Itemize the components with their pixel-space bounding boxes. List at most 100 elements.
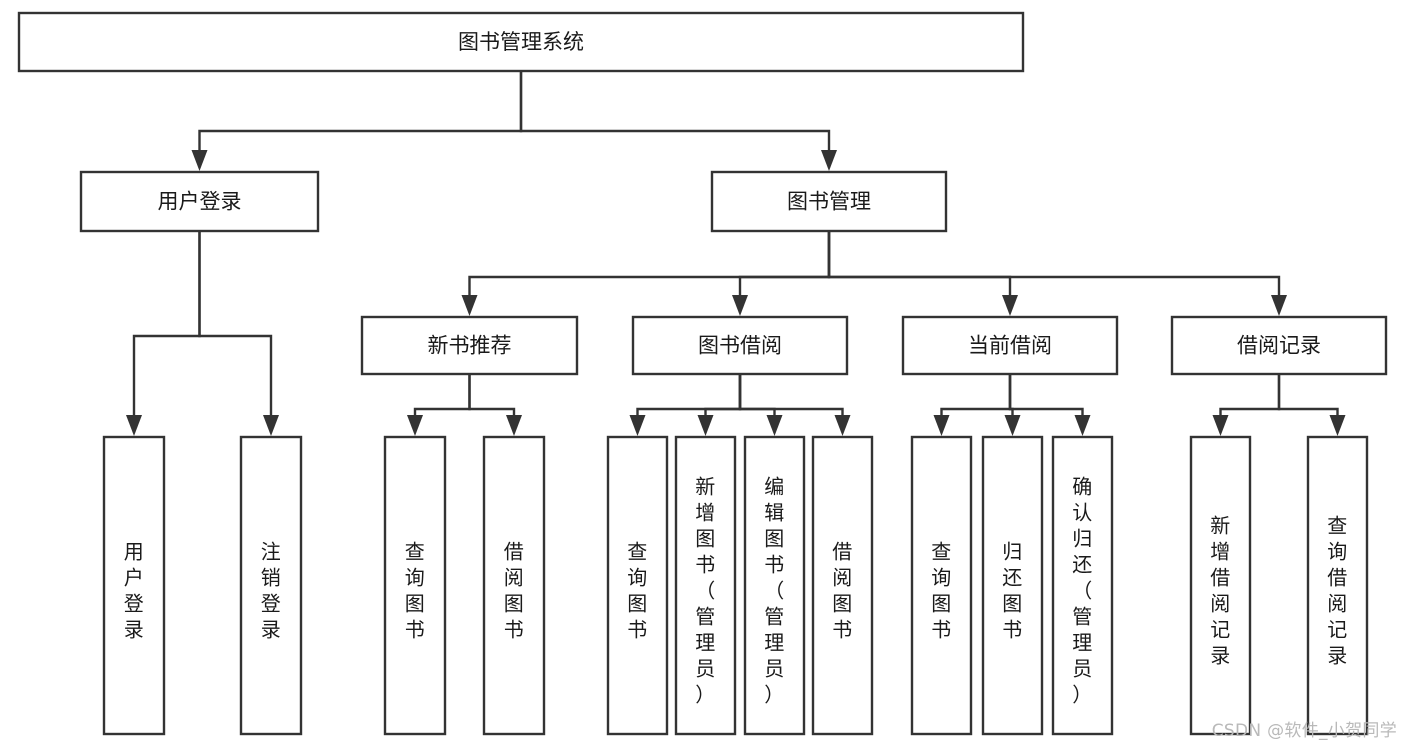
node-box-leaf_3[interactable] [383,435,447,736]
node-label-leaf_6: 新增图书（管理员） [695,474,716,706]
node-box-leaf_12[interactable] [1189,435,1252,736]
node-l1_b[interactable]: 图书管理 [710,170,948,233]
arrowhead-record-to-query [1329,415,1346,436]
connector-record-to-query [1277,374,1346,436]
node-label-leaf_4: 借阅图书 [504,539,525,641]
node-box-l2_d[interactable] [1170,315,1388,376]
node-leaf_6[interactable]: 新增图书（管理员） [674,435,737,736]
connector-layer [126,71,1346,436]
node-label-leaf_11: 确认归还（管理员） [1072,474,1093,706]
node-label-l1_a: 用户登录 [158,190,242,214]
arrowhead-current-to-return [1004,415,1021,436]
connector-record-to-add [1212,374,1281,436]
node-label-l2_d: 借阅记录 [1237,334,1321,358]
node-leaf_9[interactable]: 查询图书 [910,435,973,736]
connector-borrow-to-query [629,374,742,436]
node-root[interactable]: 图书管理系统 [17,11,1025,73]
node-label-leaf_1: 用户登录 [124,539,145,641]
arrowhead-current-to-confirm [1074,415,1091,436]
node-leaf_8[interactable]: 借阅图书 [811,435,874,736]
node-box-leaf_2[interactable] [239,435,303,736]
node-box-l2_c[interactable] [901,315,1119,376]
node-box-leaf_4[interactable] [482,435,546,736]
node-leaf_10[interactable]: 归还图书 [981,435,1044,736]
connector-new-book-to-query [407,374,471,436]
arrowhead-book-management-to-borrow [732,295,748,316]
arrowhead-user-login-to-login [126,415,142,436]
node-box-leaf_5[interactable] [606,435,669,736]
arrowhead-borrow-to-edit [766,415,783,436]
node-l1_a[interactable]: 用户登录 [79,170,320,233]
node-box-leaf_11[interactable] [1051,435,1114,736]
connector-book-management-to-borrow [732,231,831,316]
node-box-leaf_10[interactable] [981,435,1044,736]
node-box-leaf_9[interactable] [910,435,973,736]
arrowhead-book-management-to-current [1002,295,1018,316]
node-leaf_13[interactable]: 查询借阅记录 [1306,435,1369,736]
arrowhead-root-to-user-login [191,150,208,171]
connector-current-to-return [1004,374,1021,436]
node-box-l2_b[interactable] [631,315,849,376]
connector-current-to-query [933,374,1012,436]
node-box-leaf_8[interactable] [811,435,874,736]
node-leaf_2[interactable]: 注销登录 [239,435,303,736]
node-label-leaf_8: 借阅图书 [832,539,853,641]
node-leaf_12[interactable]: 新增借阅记录 [1189,435,1252,736]
arrowhead-root-to-book-management [821,150,837,171]
node-leaf_11[interactable]: 确认归还（管理员） [1051,435,1114,736]
connector-book-management-to-new-book [461,231,831,316]
node-leaf_3[interactable]: 查询图书 [383,435,447,736]
connector-root-to-book-management [519,71,837,171]
node-label-leaf_12: 新增借阅记录 [1210,513,1231,667]
arrowhead-new-book-to-borrow [506,415,522,436]
node-box-l1_a[interactable] [79,170,320,233]
arrowhead-borrow-to-add [697,415,714,436]
node-label-l2_c: 当前借阅 [968,334,1052,358]
node-leaf_7[interactable]: 编辑图书（管理员） [743,435,806,736]
node-label-root: 图书管理系统 [458,30,584,54]
node-l2_d[interactable]: 借阅记录 [1170,315,1388,376]
node-box-leaf_6[interactable] [674,435,737,736]
csdn-watermark: CSDN @软件_小贺同学 [1211,721,1397,741]
node-layer: 图书管理系统用户登录图书管理新书推荐图书借阅当前借阅借阅记录用户登录注销登录查询… [17,11,1388,736]
node-label-leaf_7: 编辑图书（管理员） [764,474,785,706]
node-l2_c[interactable]: 当前借阅 [901,315,1119,376]
node-box-l1_b[interactable] [710,170,948,233]
node-box-l2_a[interactable] [360,315,579,376]
node-l2_b[interactable]: 图书借阅 [631,315,849,376]
connector-user-login-to-logout [198,231,279,436]
arrowhead-record-to-add [1212,415,1229,436]
connector-book-management-to-current [827,231,1018,316]
connector-book-management-to-record [827,231,1287,316]
arrowhead-book-management-to-record [1271,295,1287,316]
node-label-leaf_9: 查询图书 [931,539,952,641]
node-leaf_4[interactable]: 借阅图书 [482,435,546,736]
arrowhead-user-login-to-logout [263,415,279,436]
node-label-leaf_5: 查询图书 [627,539,648,641]
arrowhead-new-book-to-query [407,415,423,436]
arrowhead-book-management-to-new-book [461,295,478,316]
connector-current-to-confirm [1008,374,1091,436]
node-label-leaf_3: 查询图书 [405,539,426,641]
connector-new-book-to-borrow [468,374,522,436]
node-label-leaf_13: 查询借阅记录 [1327,513,1348,667]
node-leaf_1[interactable]: 用户登录 [102,435,166,736]
node-box-root[interactable] [17,11,1025,73]
connector-borrow-to-lend [738,374,851,436]
node-box-leaf_1[interactable] [102,435,166,736]
node-label-l2_a: 新书推荐 [428,334,512,358]
node-box-leaf_7[interactable] [743,435,806,736]
arrowhead-current-to-query [933,415,950,436]
arrowhead-borrow-to-lend [834,415,851,436]
node-box-leaf_13[interactable] [1306,435,1369,736]
node-label-leaf_2: 注销登录 [261,539,282,641]
node-label-l2_b: 图书借阅 [698,334,782,358]
node-l2_a[interactable]: 新书推荐 [360,315,579,376]
node-leaf_5[interactable]: 查询图书 [606,435,669,736]
node-label-l1_b: 图书管理 [787,190,871,214]
connector-user-login-to-login [126,231,201,436]
arrowhead-borrow-to-query [629,415,646,436]
connector-borrow-to-edit [738,374,783,436]
node-label-leaf_10: 归还图书 [1002,539,1023,641]
